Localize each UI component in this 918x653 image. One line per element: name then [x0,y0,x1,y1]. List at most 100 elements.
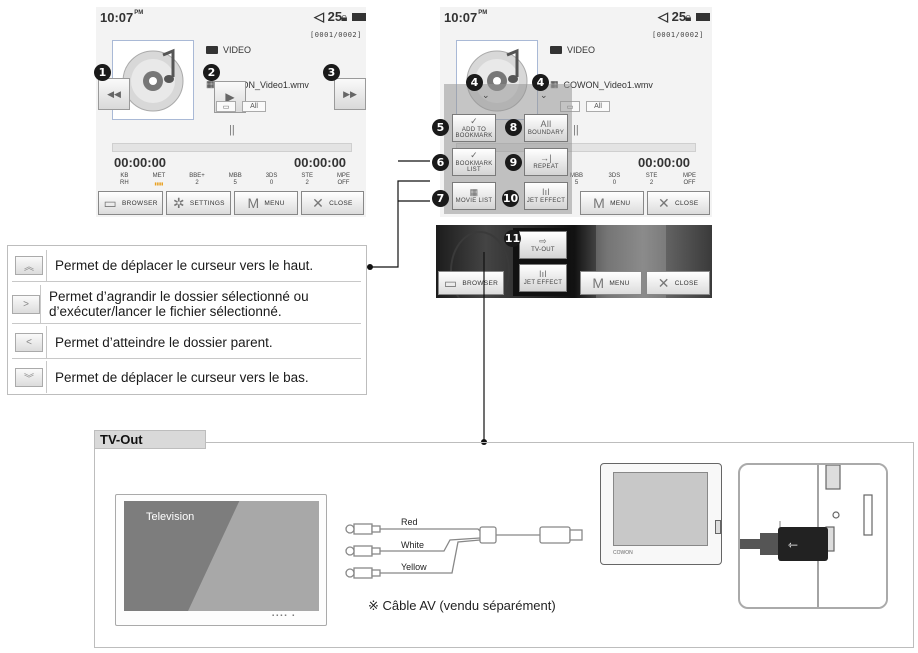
callout-8: 8 [505,119,522,136]
eq-item-value: RH [120,180,129,186]
left-arrow-icon[interactable]: < [15,332,43,352]
shuffle-toggle[interactable]: ▭ [216,101,236,112]
folder-icon: ▭ [443,275,458,291]
player-port [715,520,721,534]
right-arrow-icon[interactable]: > [12,294,40,314]
repeat-toggle[interactable]: All [586,101,610,112]
tv-out-panel [94,442,914,648]
svg-text:⇽: ⇽ [788,538,798,552]
tv-out-button[interactable]: ⇨TV-OUT [519,231,567,259]
menu-m-icon: M [593,195,606,211]
file-row: ▦COWON_Video1.wmv [206,79,309,90]
volume-indicator: ◁ 25 [658,9,687,24]
callout-6: 6 [432,154,449,171]
nav-key-cell: > [12,285,40,323]
menu-m-icon: M [592,275,605,291]
browser-button[interactable]: ▭BROWSER [98,191,164,215]
video-shape [450,231,510,298]
gear-icon: ✲ [172,195,185,211]
file-counter: [0001/0002] [652,31,704,39]
callout-7: 7 [432,190,449,207]
album-art [112,40,194,120]
callout-5: 5 [432,119,449,136]
rewind-button[interactable]: ◀◀ [98,78,130,110]
eq-item-value: 2 [195,180,199,186]
nav-description: Permet de déplacer le curseur vers le ba… [46,361,309,393]
eq-item-name: MET [152,173,166,179]
nav-table-row: ︾Permet de déplacer le curseur vers le b… [12,361,361,393]
tv-out-title: TV-Out [100,432,143,447]
add-to-bookmark-icon: ✓ [470,116,478,126]
popup-button-label: JET EFFECT [526,198,566,204]
popup-button-label: BOOKMARK LIST [455,161,493,173]
nav-description: Permet de déplacer le curseur vers le ha… [46,250,313,281]
tv-out-title-tab [94,430,206,449]
settings-button[interactable]: ✲SETTINGS [166,191,232,215]
fast-forward-button[interactable]: ▶▶ [334,78,366,110]
cable-label-yellow: Yellow [401,562,427,572]
tv-screen-glare [178,501,319,611]
nav-description: Permet d’agrandir le dossier sélectionné… [40,285,361,323]
chevron-down-icon: ⌄ [482,90,490,100]
repeat-toggle[interactable]: All [242,101,266,112]
eq-item: BBE+2 [189,173,205,187]
bookmark-list-button[interactable]: ✓BOOKMARK LIST [452,148,496,176]
up-chevron-icon[interactable]: ︽ [15,256,43,275]
connector-zoom: ⇽ [738,463,888,609]
close-button[interactable]: ✕CLOSE [300,191,364,215]
eq-item-name: MPE [336,173,350,179]
time-total: 00:00:00 [294,155,347,170]
player-screen [613,472,708,546]
close-button[interactable]: ✕CLOSE [646,271,710,295]
volume-indicator: ◁ 25 [314,9,343,24]
folder-row: VIDEO [550,45,595,55]
chevron-down-icon: ⌄ [540,90,548,100]
eq-item-name: MBB [228,173,242,179]
down-chevron-icon[interactable]: ︾ [15,367,43,387]
nav-table-row: ︽Permet de déplacer le curseur vers le h… [12,250,361,282]
nav-table-row: >Permet d’agrandir le dossier sélectionn… [12,285,361,324]
brand-label: COWON [613,550,633,556]
repeat-button[interactable]: →|REPEAT [524,148,568,176]
close-icon: ✕ [657,275,670,291]
clock: 10:07PM [100,10,144,25]
tv-out-icon: ⇨ [539,236,547,246]
lock-icon: 🔒︎ [341,10,348,24]
movie-list-button[interactable]: ▦MOVIE LIST [452,182,496,210]
jet-effect-icon: lıl [539,269,547,279]
eq-item-value: 0 [612,180,617,186]
cable-label-red: Red [401,517,418,527]
film-icon: ▦ [206,79,215,89]
close-button[interactable]: ✕CLOSE [646,191,710,215]
repeat-icon: →| [540,153,552,163]
callout-1: 1 [94,64,111,81]
eq-item-value: OFF [683,180,696,186]
tv-label: Television [146,511,195,523]
tv-out-note: ※ Câble AV (vendu séparément) [368,598,556,613]
progress-bar[interactable] [112,143,352,152]
callout-4a: 4 [466,74,483,91]
cable-label-white: White [401,540,425,550]
add-to-bookmark-button[interactable]: ✓ADD TO BOOKMARK [452,114,496,142]
eq-item-value: OFF [337,180,350,186]
eq-item-name: STE [645,173,658,179]
browser-button[interactable]: ▭BROWSER [438,271,504,295]
av-cable [345,523,583,579]
nav-table [7,245,367,395]
eq-item-name: KB [120,173,129,179]
